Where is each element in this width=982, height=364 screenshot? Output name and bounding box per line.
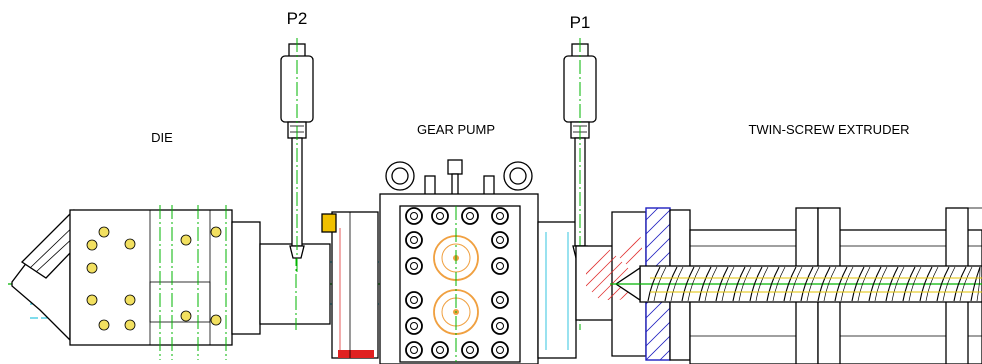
screw-flight-back: [823, 266, 837, 302]
screw-flight: [749, 266, 763, 302]
screw-flight: [936, 266, 950, 302]
screw-flight-back: [908, 266, 922, 302]
label-twin-screw-extruder: TWIN-SCREW EXTRUDER: [748, 122, 909, 137]
screw-flight-back: [687, 266, 701, 302]
screw-flight-back: [721, 266, 735, 302]
pump-outlet-plate: [537, 221, 577, 359]
twin-screw-extruder: [610, 207, 982, 364]
pump-inlet-plate: [331, 211, 379, 359]
label-p1: P1: [570, 13, 591, 32]
die-bolt: [124, 294, 136, 306]
labels: P2 P1 DIE GEAR PUMP TWIN-SCREW EXTRUDER: [151, 9, 909, 145]
die-bolt: [210, 226, 222, 238]
screw-flight-back: [704, 266, 718, 302]
screw-flight-back: [976, 266, 981, 302]
die-bolt: [180, 310, 192, 322]
screw-flight-back: [755, 266, 769, 302]
die-bolt: [124, 238, 136, 250]
die-bolt: [124, 319, 136, 331]
screw-flight-back: [806, 266, 820, 302]
screw-flight-back: [891, 266, 905, 302]
screw-flight: [732, 266, 746, 302]
screw-flight-back: [840, 266, 854, 302]
screw-flight-icon: [647, 266, 981, 302]
screw-flight: [868, 266, 882, 302]
pump-bolt-grid: [405, 207, 509, 359]
screw-flight-back: [874, 266, 888, 302]
screw-flight: [953, 266, 967, 302]
die-bolt: [180, 234, 192, 246]
die-bolt: [86, 239, 98, 251]
screw-flight-back: [772, 266, 786, 302]
screw-flight-back: [670, 266, 684, 302]
screw-flight-back: [925, 266, 939, 302]
screw-flight: [800, 266, 814, 302]
screw-flight: [681, 266, 695, 302]
label-p2: P2: [287, 9, 308, 28]
die-assembly: [11, 205, 331, 360]
screw-flight: [970, 266, 981, 302]
die-bolt: [98, 226, 110, 238]
gear-pump-assembly: [321, 159, 577, 364]
lifting-eye-icon: [503, 161, 533, 191]
screw-flight-back: [857, 266, 871, 302]
die-bolt: [98, 319, 110, 331]
die-bolt: [210, 314, 222, 326]
lifting-eye-icon: [385, 161, 415, 191]
screw-flight: [647, 266, 661, 302]
screw-flight: [919, 266, 933, 302]
screw-flight-back: [959, 266, 973, 302]
screw-flight: [783, 266, 797, 302]
screw-flight: [664, 266, 678, 302]
screw-flight-back: [653, 266, 667, 302]
screw-flight: [851, 266, 865, 302]
screw-flight-back: [789, 266, 803, 302]
die-body: [69, 209, 233, 346]
pump-plate: [399, 205, 521, 363]
fitting-yellow: [321, 213, 337, 233]
p2-tip: [289, 245, 305, 259]
pressure-transducer-p2: [280, 38, 314, 275]
screw-flight-back: [738, 266, 752, 302]
label-die: DIE: [151, 130, 173, 145]
screw-flight: [766, 266, 780, 302]
screw-flight: [902, 266, 916, 302]
screw-flight: [715, 266, 729, 302]
label-gear-pump: GEAR PUMP: [417, 122, 495, 137]
screw-flight: [698, 266, 712, 302]
screw-flight-back: [942, 266, 956, 302]
screw-flight: [817, 266, 831, 302]
screw-flight: [885, 266, 899, 302]
screw-flight: [834, 266, 848, 302]
red-seal-strip: [338, 350, 374, 358]
die-bolt: [86, 294, 98, 306]
die-adapter: [231, 221, 261, 335]
die-bolt: [86, 262, 98, 274]
